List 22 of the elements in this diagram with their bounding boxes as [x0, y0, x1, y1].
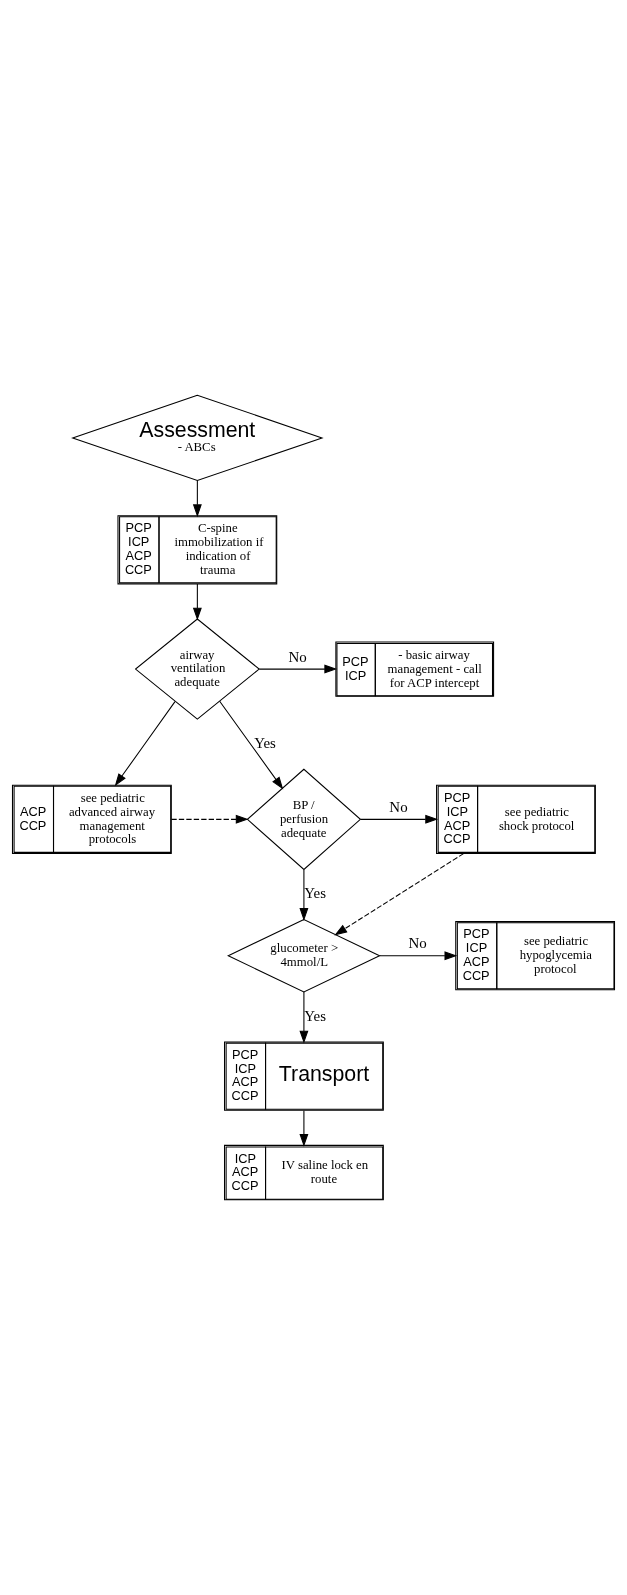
- arrow: [299, 869, 309, 921]
- arrow: [359, 814, 439, 824]
- arrow: [379, 951, 458, 961]
- arrow: [219, 700, 284, 790]
- edge-label: Yes: [304, 1007, 326, 1024]
- edge-label: No: [288, 648, 307, 665]
- edge-label: Yes: [304, 885, 326, 902]
- arrow: [258, 664, 338, 674]
- arrow: [192, 480, 202, 518]
- node-diamond: glucometer > 4mmol/L: [227, 918, 381, 993]
- edge-label: No: [389, 799, 408, 816]
- edge-label: Yes: [254, 735, 276, 752]
- node-diamond: BP / perfusion adequate: [246, 768, 362, 871]
- arrow: [334, 853, 465, 936]
- arrow: [114, 701, 176, 787]
- arrow: [192, 583, 202, 621]
- arrow: [170, 814, 249, 824]
- node-diamond: airway ventilation adequate: [134, 618, 260, 720]
- node-diamond: Assessment - ABCs: [71, 394, 324, 482]
- edge-label: No: [408, 935, 427, 952]
- arrow: [299, 1110, 309, 1147]
- arrow: [299, 991, 309, 1044]
